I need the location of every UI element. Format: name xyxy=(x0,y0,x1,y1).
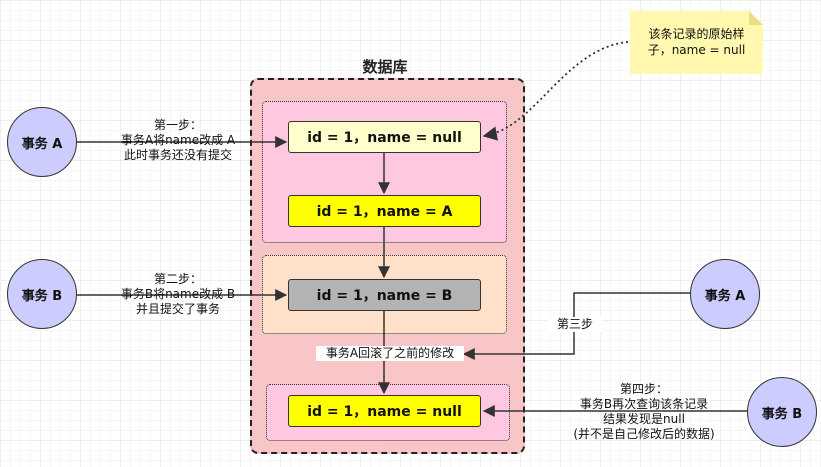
step4-label: 第四步： 事务B再次查询该条记录 结果发现是null (并不是自己修改后的数据) xyxy=(554,382,734,442)
database-title: 数据库 xyxy=(362,58,408,76)
step2-line1: 第二步： xyxy=(153,272,202,286)
record-after-b: id = 1，name = B xyxy=(288,279,481,311)
rollback-label: 事务A回滚了之前的修改 xyxy=(316,346,464,361)
step2-label: 第二步： 事务B将name改成 B 并且提交了事务 xyxy=(100,272,256,317)
note-line2: 子，name = null xyxy=(647,43,746,57)
step4-line1: 第四步： xyxy=(619,382,668,396)
step1-line1: 第一步： xyxy=(153,118,202,132)
step1-line2: 事务A将name改成 A xyxy=(120,133,236,147)
actor-transaction-b-right: 事务 B xyxy=(747,377,817,447)
actor-transaction-b-left: 事务 B xyxy=(7,259,77,329)
step4-line3: 结果发现是null xyxy=(603,412,685,426)
sticky-note: 该条记录的原始样 子，name = null xyxy=(630,11,763,74)
note-line1: 该条记录的原始样 xyxy=(648,27,745,41)
step4-line4: (并不是自己修改后的数据) xyxy=(573,427,715,441)
record-final: id = 1，name = null xyxy=(288,395,481,427)
step4-line2: 事务B再次查询该条记录 xyxy=(579,397,709,411)
actor-transaction-a-right: 事务 A xyxy=(690,259,760,329)
step2-line2: 事务B将name改成 B xyxy=(120,287,236,301)
record-original: id = 1，name = null xyxy=(288,121,481,153)
record-after-a: id = 1，name = A xyxy=(288,195,481,227)
arrow-note-pointer xyxy=(482,41,629,141)
actor-transaction-a-left: 事务 A xyxy=(7,107,77,177)
step2-line3: 并且提交了事务 xyxy=(135,302,220,316)
step3-label: 第三步 xyxy=(548,317,602,332)
step1-label: 第一步： 事务A将name改成 A 此时事务还没有提交 xyxy=(100,118,256,163)
step1-line3: 此时事务还没有提交 xyxy=(123,148,232,162)
